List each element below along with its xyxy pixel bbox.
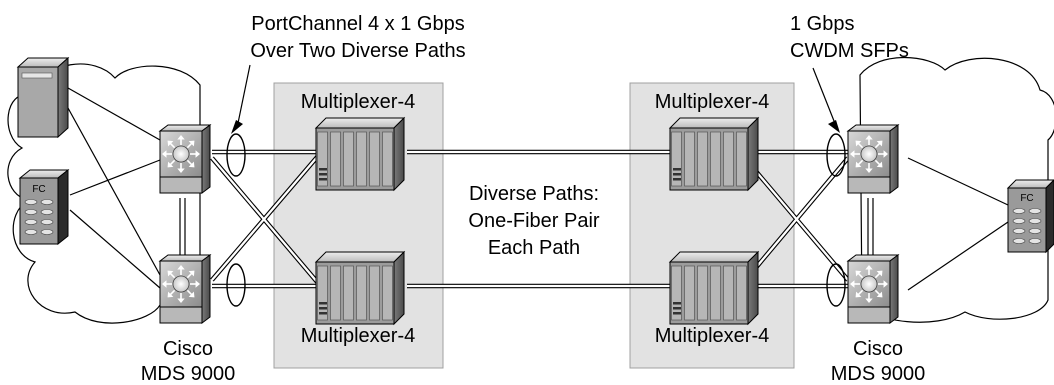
diverse-paths-line3: Each Path: [488, 237, 580, 259]
inter-switch-links: [179, 198, 874, 255]
cisco-right-line2: MDS 9000: [831, 363, 926, 385]
mds-switch-left-bottom: [158, 254, 212, 324]
diverse-paths-line1: Diverse Paths:: [469, 183, 599, 205]
storage-icon-right: FC: [1006, 179, 1054, 254]
portchannel-label-line1: PortChannel 4 x 1 Gbps: [251, 13, 464, 35]
fiber-links: [210, 149, 850, 289]
mds-switch-right-top: [846, 124, 900, 194]
cisco-left-line1: Cisco: [163, 338, 213, 360]
multiplexer-right-bottom: [668, 250, 760, 326]
host-connections: [67, 87, 1009, 291]
mds-switch-left-top: [158, 124, 212, 194]
sfp-label-line1: 1 Gbps: [790, 13, 854, 35]
fc-badge-right: FC: [1020, 193, 1033, 204]
callout-arrows: [231, 64, 840, 134]
mux-left-top-label: Multiplexer-4: [301, 91, 415, 113]
multiplexer-left-top: [314, 116, 406, 192]
multiplexer-right-top: [668, 116, 760, 192]
mds-switch-right-bottom: [846, 254, 900, 324]
mux-right-bottom-label: Multiplexer-4: [655, 325, 769, 347]
portchannel-label-line2: Over Two Diverse Paths: [250, 40, 465, 62]
portchannel-ellipses: [226, 133, 846, 307]
mux-left-bottom-label: Multiplexer-4: [301, 325, 415, 347]
cisco-left-line2: MDS 9000: [141, 363, 236, 385]
diverse-paths-line2: One-Fiber Pair: [468, 210, 599, 232]
sfp-label-line2: CWDM SFPs: [790, 40, 909, 62]
mux-right-top-label: Multiplexer-4: [655, 91, 769, 113]
fc-badge-left: FC: [32, 184, 45, 195]
server-icon: [16, 56, 70, 139]
right-cloud: [859, 57, 1054, 323]
storage-icon-left: FC: [18, 168, 70, 246]
multiplexer-left-bottom: [314, 250, 406, 326]
cisco-right-line1: Cisco: [853, 338, 903, 360]
